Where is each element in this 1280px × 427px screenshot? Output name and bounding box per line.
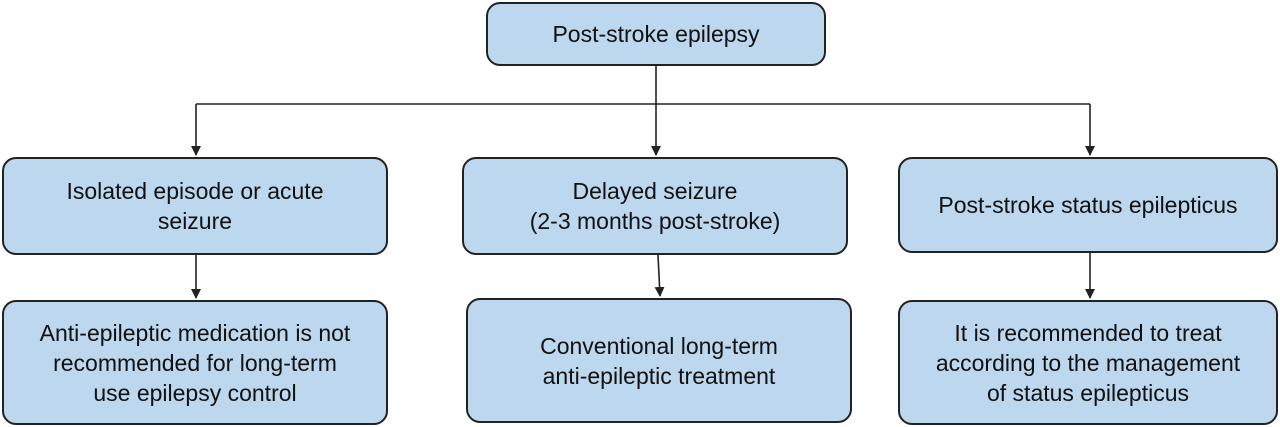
outcome-2-line-1: Conventional long-term [540,332,778,359]
root-node-text: Post-stroke epilepsy [552,21,760,47]
root-node: Post-stroke epilepsy [486,2,826,66]
branch-node-isolated-episode: Isolated episode or acute seizure [2,157,388,255]
outcome-node-status-management: It is recommended to treat according to … [898,300,1278,425]
branch-3-title-line-1: Post-stroke status epilepticus [938,192,1238,218]
outcome-1-line-3: use epilepsy control [93,379,297,406]
branch-node-status-epilepticus: Post-stroke status epilepticus [898,157,1278,253]
outcome-3-line-1: It is recommended to treat [954,319,1222,346]
arrow-to-outcome-2 [654,254,665,297]
outcome-1-line-1: Anti-epileptic medication is not [39,319,351,346]
outcome-1-line-2: recommended for long-term [53,349,337,376]
outcome-node-long-term-treatment: Conventional long-term anti-epileptic tr… [466,298,852,423]
branch-2-title-line-1: Delayed seizure [572,178,738,204]
branch-node-delayed-seizure: Delayed seizure (2-3 months post-stroke) [462,157,848,255]
outcome-2-line-2: anti-epileptic treatment [542,362,776,389]
outcome-3-line-3: of status epilepticus [986,379,1189,406]
branch-2-title-line-2: (2-3 months post-stroke) [529,208,781,234]
outcome-node-no-medication: Anti-epileptic medication is not recomme… [2,300,388,425]
outcome-3-line-2: according to the management [935,349,1241,376]
branch-1-title-line-1: Isolated episode or acute [66,178,324,204]
branch-1-title-line-2: seizure [157,208,233,234]
